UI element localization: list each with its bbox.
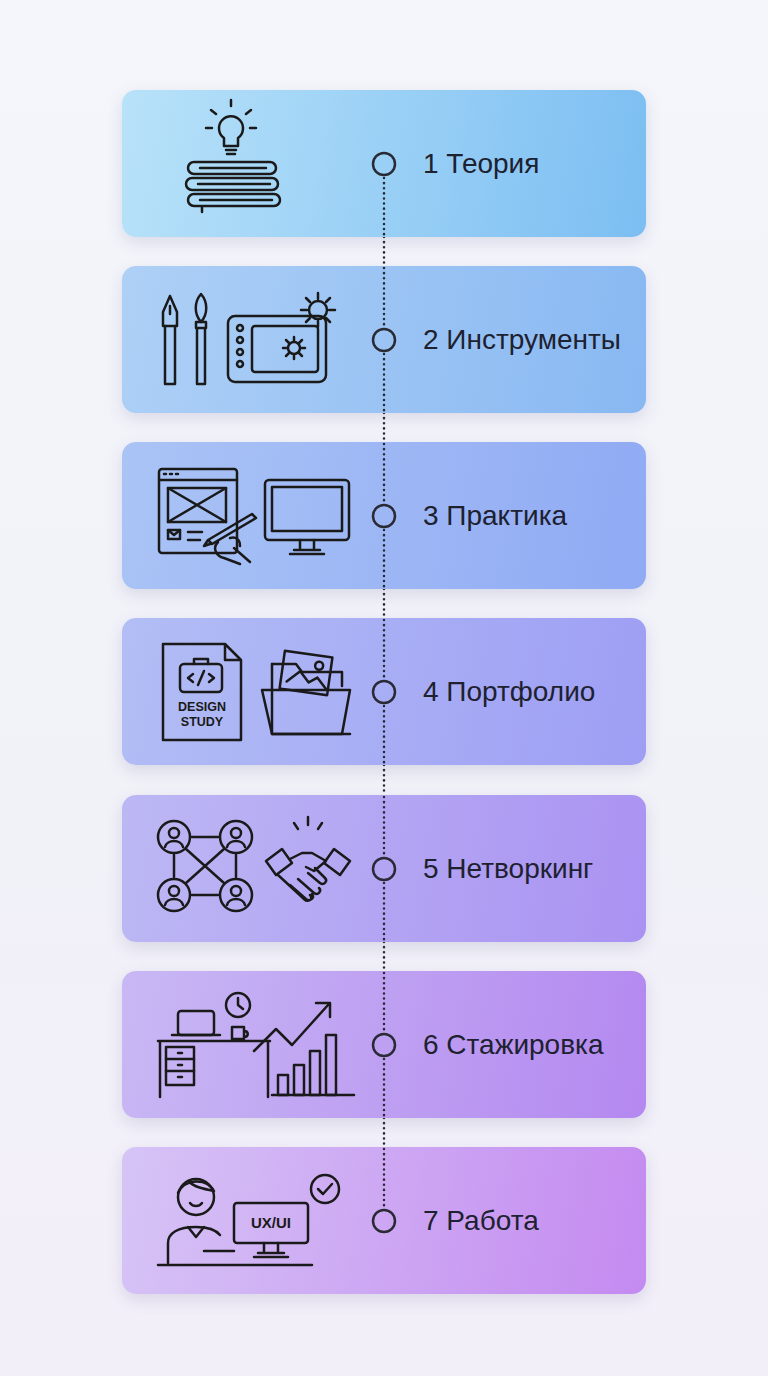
timeline-dots (383, 178, 386, 235)
step-title: 6 Стажировка (423, 1028, 603, 1062)
timeline-dots (383, 1059, 386, 1116)
timeline-circle (373, 153, 395, 175)
step-card: 5 Нетворкинг (122, 795, 646, 942)
timeline-connector (384, 765, 385, 795)
timeline-connector (384, 589, 385, 618)
step-title: 1 Теория (423, 147, 539, 181)
timeline-circle (373, 681, 395, 703)
timeline-dots (383, 883, 386, 940)
step-title: 7 Работа (423, 1204, 539, 1238)
step-card: 1 Теория (122, 90, 646, 237)
icon-label: DESIGN STUDY (163, 700, 241, 730)
step-title: 2 Инструменты (423, 323, 621, 357)
timeline-dots (383, 354, 386, 411)
timeline-circle (373, 858, 395, 880)
step-card: 4 ПортфолиоDESIGN STUDY (122, 618, 646, 765)
step-card: 2 Инструменты (122, 266, 646, 413)
timeline-dots (383, 268, 386, 326)
timeline-dots (383, 530, 386, 587)
timeline-marker (122, 442, 646, 589)
timeline-dots (383, 1149, 386, 1207)
timeline-marker (122, 90, 646, 237)
timeline-circle (373, 505, 395, 527)
icon-label: UX/UI (234, 1213, 308, 1233)
timeline-connector (384, 942, 385, 971)
step-title: 4 Портфолио (423, 675, 595, 709)
timeline-connector (384, 237, 385, 266)
timeline-dots (383, 973, 386, 1031)
timeline-dots (383, 797, 386, 855)
step-title: 3 Практика (423, 499, 567, 533)
timeline-dots (383, 706, 386, 763)
timeline-marker (122, 1147, 646, 1294)
timeline-dots (383, 620, 386, 678)
step-card: 3 Практика (122, 442, 646, 589)
timeline-dots (383, 444, 386, 502)
timeline-connector (384, 1118, 385, 1147)
step-card: 6 Стажировка (122, 971, 646, 1118)
timeline-circle (373, 1034, 395, 1056)
step-card: 7 Работа UX/UI (122, 1147, 646, 1294)
timeline-circle (373, 1210, 395, 1232)
timeline-connector (384, 413, 385, 442)
timeline-circle (373, 329, 395, 351)
step-title: 5 Нетворкинг (423, 852, 593, 886)
